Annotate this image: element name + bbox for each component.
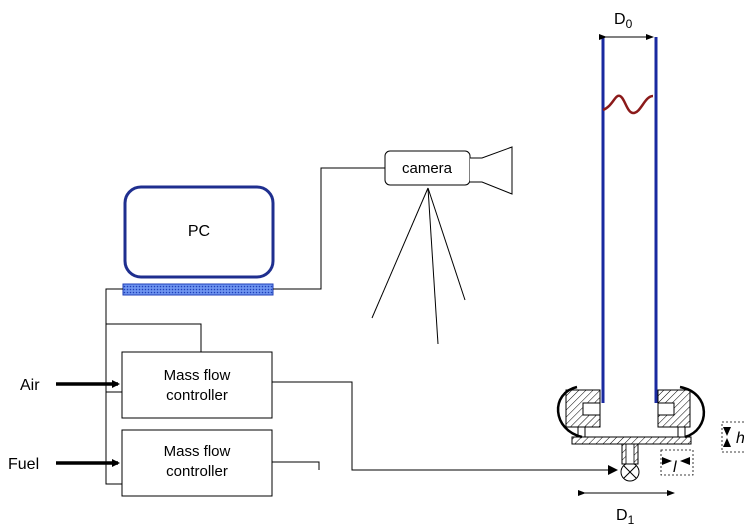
l-dimension: l	[660, 449, 694, 476]
mfc-air-line2: controller	[166, 387, 228, 404]
pc-monitor	[123, 185, 275, 279]
mass-flow-controller-fuel	[121, 429, 273, 497]
d1-subscript: 1	[628, 513, 635, 527]
l-label: l	[673, 459, 677, 476]
d0-subscript: 0	[626, 17, 633, 31]
camera-label: camera	[402, 160, 453, 177]
burner-inlet-arrowhead	[608, 465, 618, 475]
pc-label: PC	[188, 223, 210, 240]
d1-label: D1	[616, 507, 635, 527]
camera-tripod	[371, 187, 466, 345]
mfc-fuel-line1: Mass flow	[164, 443, 231, 460]
air-label: Air	[20, 377, 40, 394]
d0-label: D0	[614, 11, 633, 31]
camera-cable	[273, 167, 385, 290]
mass-flow-controller-air	[121, 351, 273, 419]
mfc-fuel-line2: controller	[166, 463, 228, 480]
burner-assembly	[556, 385, 706, 465]
controller-wiring	[105, 288, 202, 485]
fuel-label: Fuel	[8, 456, 39, 473]
h-label: h	[736, 430, 744, 447]
flame-front	[602, 94, 654, 115]
pc-interface-card	[122, 283, 274, 296]
mfc-air-line1: Mass flow	[164, 367, 231, 384]
h-dimension: h	[721, 421, 744, 453]
camera-lens	[470, 146, 513, 195]
mixing-valve	[620, 462, 640, 482]
gas-supply-lines	[272, 381, 612, 471]
combustion-tube	[601, 37, 658, 403]
